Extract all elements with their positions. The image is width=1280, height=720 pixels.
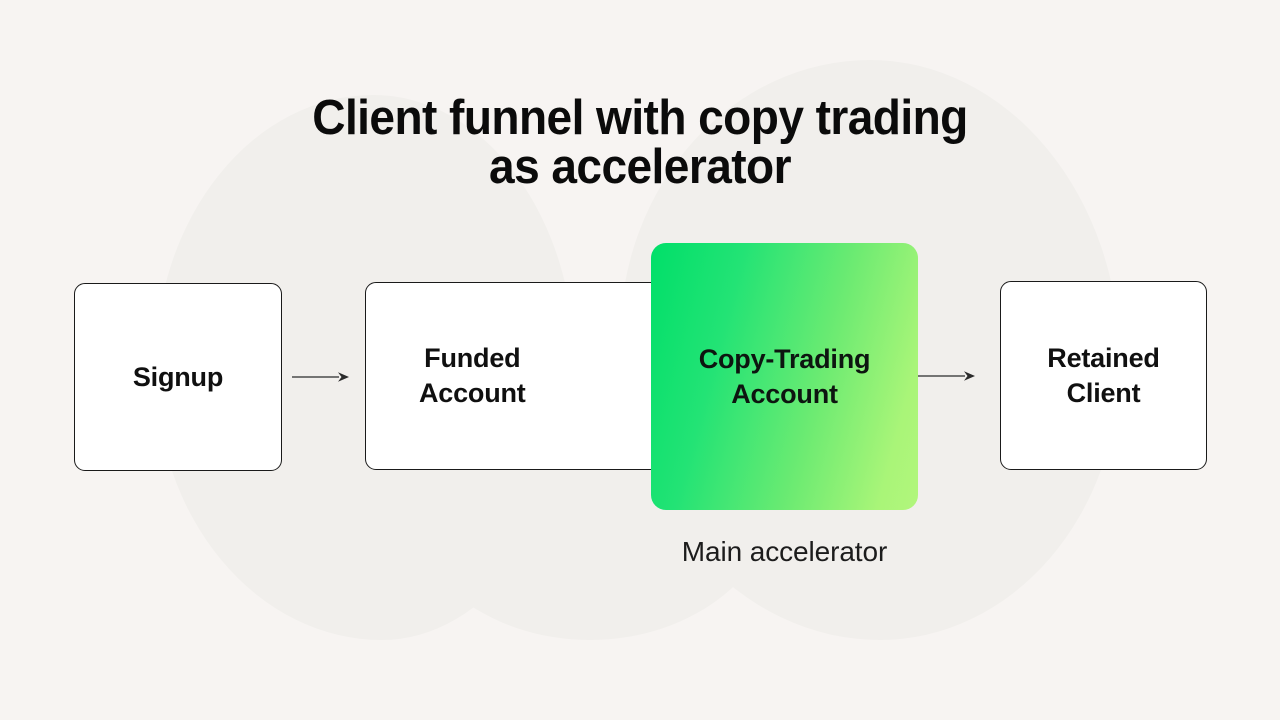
page-title: Client funnel with copy trading as accel… xyxy=(312,91,968,194)
connector-accelerator-to-retained xyxy=(918,369,976,383)
funnel-stage-signup[interactable]: Signup xyxy=(74,283,282,471)
funnel-stage-copy-trading-account-label: Copy-Trading Account xyxy=(698,343,871,409)
funnel-stage-copy-trading-account[interactable]: Copy-Trading Account xyxy=(651,243,918,510)
funnel-stage-retained-client[interactable]: Retained Client xyxy=(1000,281,1207,470)
funnel-stage-funded-account-label: Funded Account xyxy=(419,343,526,408)
accelerator-caption: Main accelerator xyxy=(681,536,888,567)
connector-signup-to-funded xyxy=(292,370,350,384)
funnel-stage-funded-account[interactable]: Funded Account xyxy=(365,282,703,470)
funnel-stage-signup-label: Signup xyxy=(132,361,224,392)
funnel-stage-retained-client-label: Retained Client xyxy=(1047,342,1160,408)
